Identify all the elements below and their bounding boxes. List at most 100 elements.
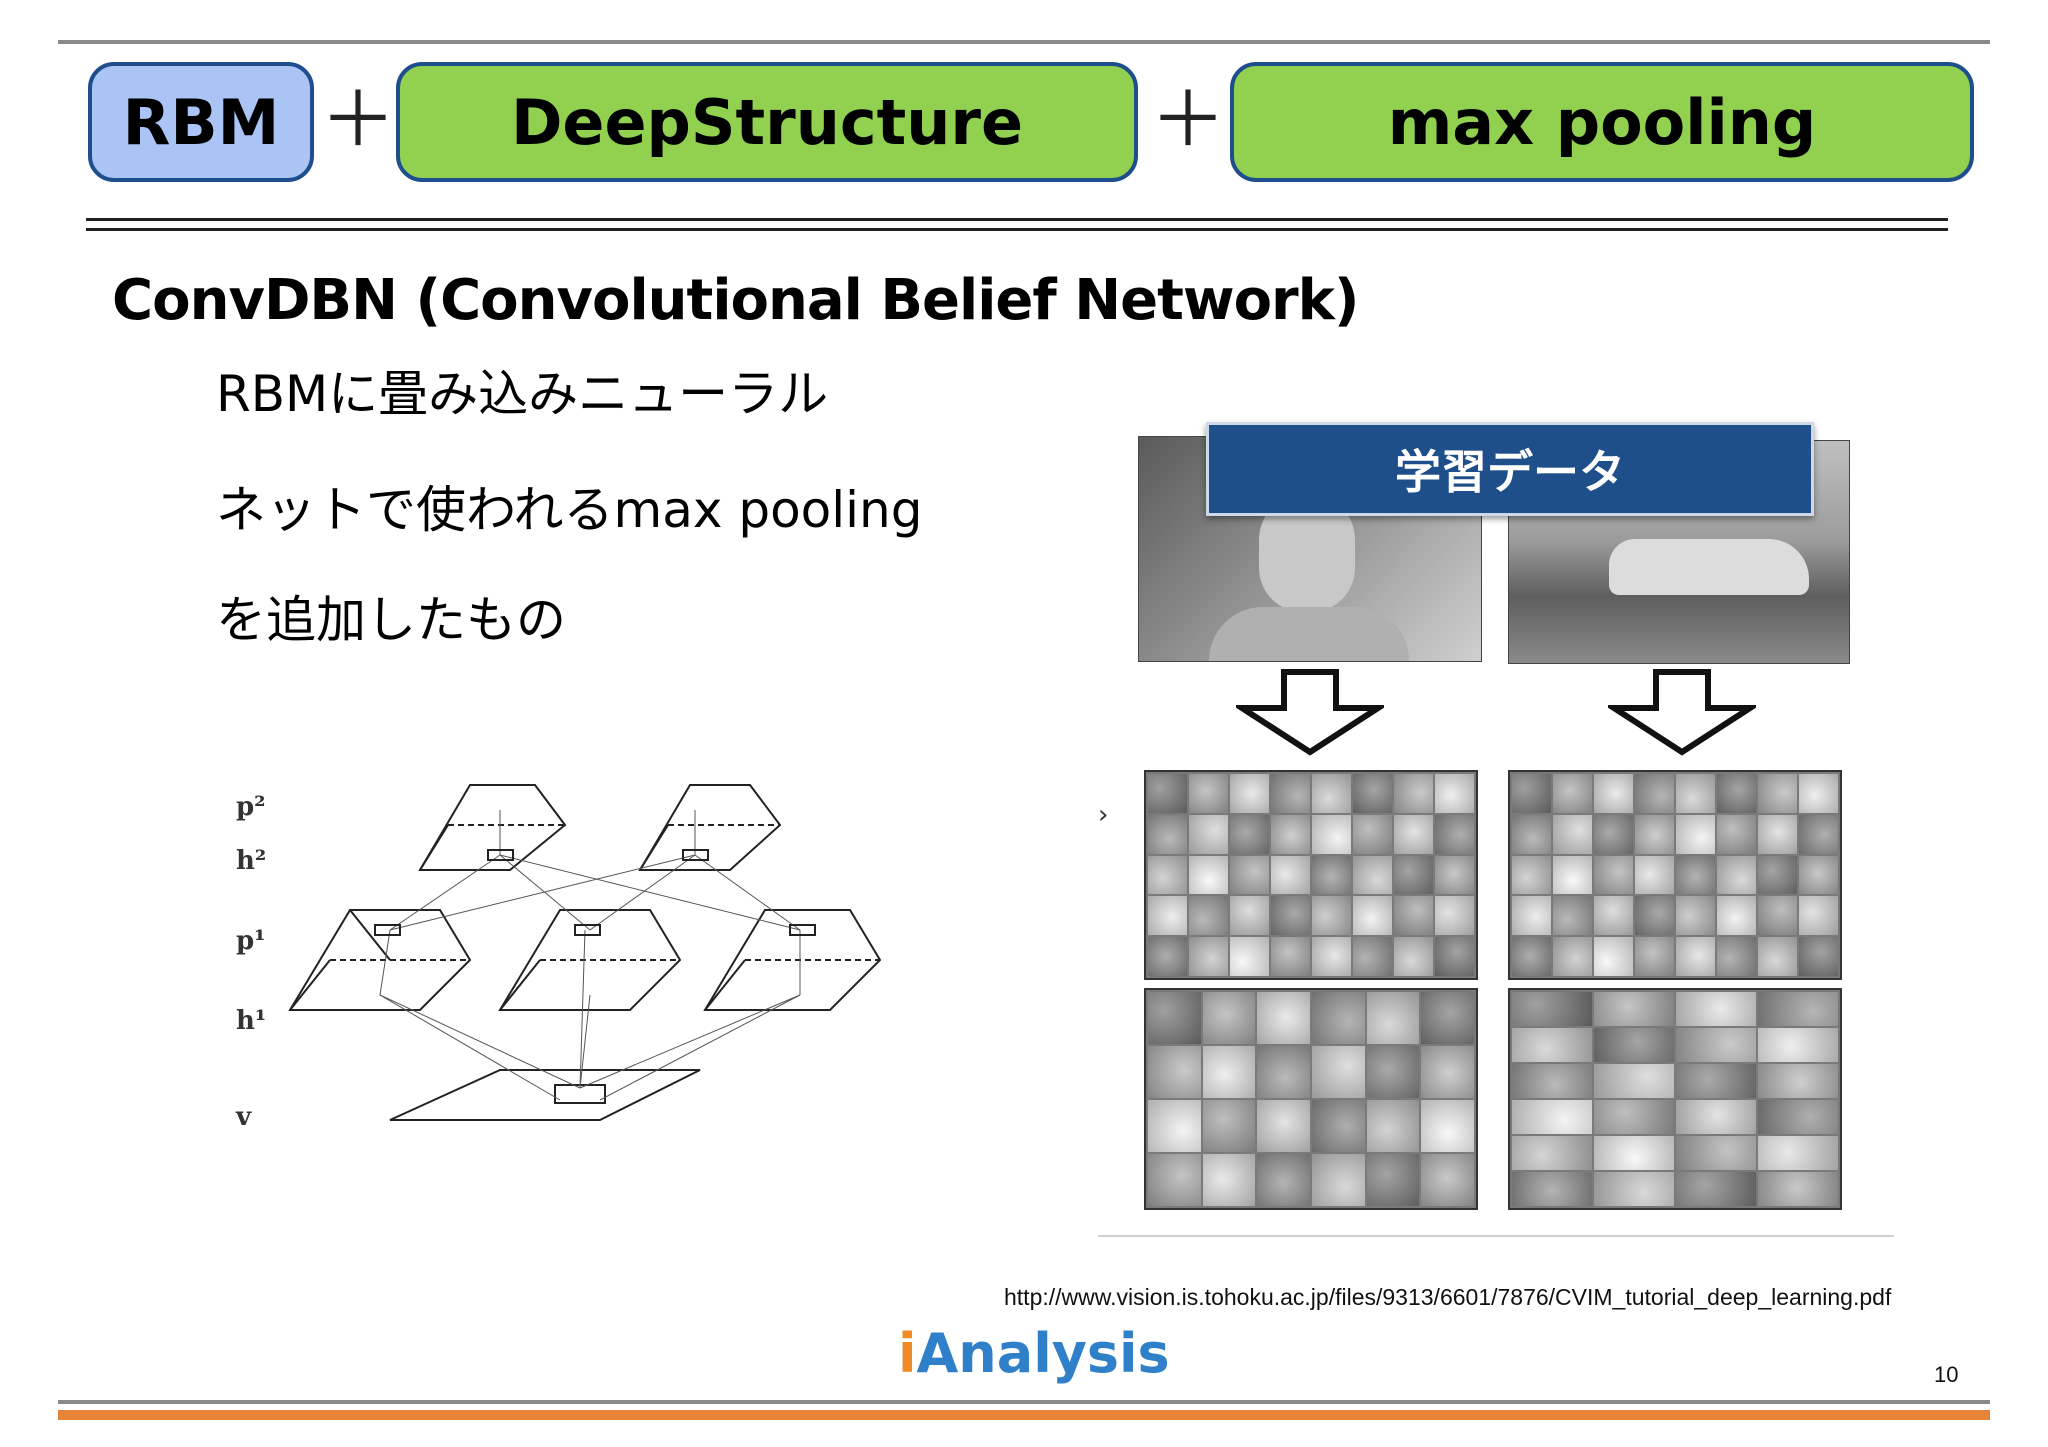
feature-cell [1553,855,1592,895]
feature-cell [1512,1064,1592,1098]
feature-cell [1758,1136,1838,1170]
feature-cell [1230,855,1269,895]
car-shape [1609,539,1809,595]
feature-cell [1512,1100,1592,1134]
ianalysis-logo: i Analysis [898,1322,1170,1385]
feature-cell [1394,855,1433,895]
feature-cell [1717,855,1756,895]
feature-cell [1512,992,1592,1026]
body-line-2: ネットで使われるmax pooling [216,481,923,539]
feature-cell [1676,992,1756,1026]
feature-cell [1717,937,1756,976]
feature-cell [1635,855,1674,895]
feature-cell [1512,937,1551,976]
layer-label-p2: p² [236,792,266,822]
feature-cell [1553,774,1592,813]
whole-cars-features-grid [1508,988,1842,1210]
feature-cell [1717,814,1756,854]
feature-cell [1758,774,1797,813]
feature-cell [1148,855,1187,895]
feature-cell [1148,937,1187,976]
feature-cell [1230,937,1269,976]
feature-cell [1758,814,1797,854]
feature-cell [1202,1046,1256,1098]
down-arrow-icon [1236,669,1384,756]
feature-cell [1594,1100,1674,1134]
feature-cell [1312,1100,1365,1152]
rbm-pill: RBM [88,62,314,182]
face-parts-features-grid [1144,770,1478,980]
plus-sign: ＋ [320,75,396,164]
feature-cell [1676,774,1715,813]
feature-cell [1353,896,1392,936]
feature-cell [1594,814,1633,854]
feature-cell [1148,1046,1201,1098]
feature-cell [1553,937,1592,976]
body-line-1: RBMに畳み込みニューラル [216,365,829,423]
feature-cell [1635,814,1674,854]
visible-layer [389,1069,701,1121]
shoulders-shape [1209,607,1409,661]
feature-cell [1312,1154,1365,1206]
feature-cell [1189,774,1228,813]
layer-label-h2: h² [236,846,267,876]
feature-cell [1594,855,1633,895]
feature-cell [1394,774,1433,813]
feature-cell [1758,855,1797,895]
level2-block [418,784,567,871]
feature-cell [1148,774,1187,813]
feature-cell [1717,896,1756,936]
feature-cell [1435,774,1474,813]
header-divider [86,228,1948,231]
figure-underline [1098,1235,1894,1237]
feature-cell [1271,855,1310,895]
feature-cell [1758,1172,1838,1206]
logo-text: Analysis [916,1322,1170,1385]
feature-cell [1758,1028,1838,1062]
feature-cell [1366,1154,1420,1206]
feature-cell [1717,774,1756,813]
feature-cell [1435,814,1474,854]
feature-cell [1202,1100,1256,1152]
feature-cell [1271,774,1310,813]
feature-cell [1394,937,1433,976]
feature-cell [1799,774,1838,813]
feature-cell [1148,1100,1201,1152]
feature-cell [1758,937,1797,976]
feature-cell [1758,1100,1838,1134]
feature-cell [1312,896,1351,936]
footer-grey-rule [58,1400,1990,1404]
layer-label-p1: p¹ [236,926,266,956]
feature-cell [1512,1172,1592,1206]
feature-cell [1594,896,1633,936]
feature-cell [1148,814,1187,854]
feature-cell [1271,814,1310,854]
feature-cell [1594,1172,1674,1206]
feature-cell [1676,1064,1756,1098]
feature-cell [1799,855,1838,895]
feature-cell [1353,774,1392,813]
slide-title: ConvDBN (Convolutional Belief Network) [112,268,1359,333]
feature-cell [1189,855,1228,895]
feature-cell [1230,896,1269,936]
feature-cell [1257,1154,1310,1206]
feature-cell [1435,896,1474,936]
feature-cell [1271,937,1310,976]
feature-cell [1189,896,1228,936]
feature-cell [1257,992,1310,1044]
feature-cell [1435,855,1474,895]
feature-cell [1366,992,1420,1044]
feature-cell [1202,1154,1256,1206]
feature-cell [1366,1100,1420,1152]
feature-cell [1312,937,1351,976]
feature-cell [1512,896,1551,936]
car-parts-features-grid [1508,770,1842,980]
deep-structure-pill: DeepStructure [396,62,1138,182]
feature-cell [1512,1136,1592,1170]
feature-cell [1676,814,1715,854]
feature-cell [1635,774,1674,813]
feature-cell [1230,774,1269,813]
level1-block [703,909,882,1011]
feature-cell [1512,855,1551,895]
feature-cell [1312,855,1351,895]
